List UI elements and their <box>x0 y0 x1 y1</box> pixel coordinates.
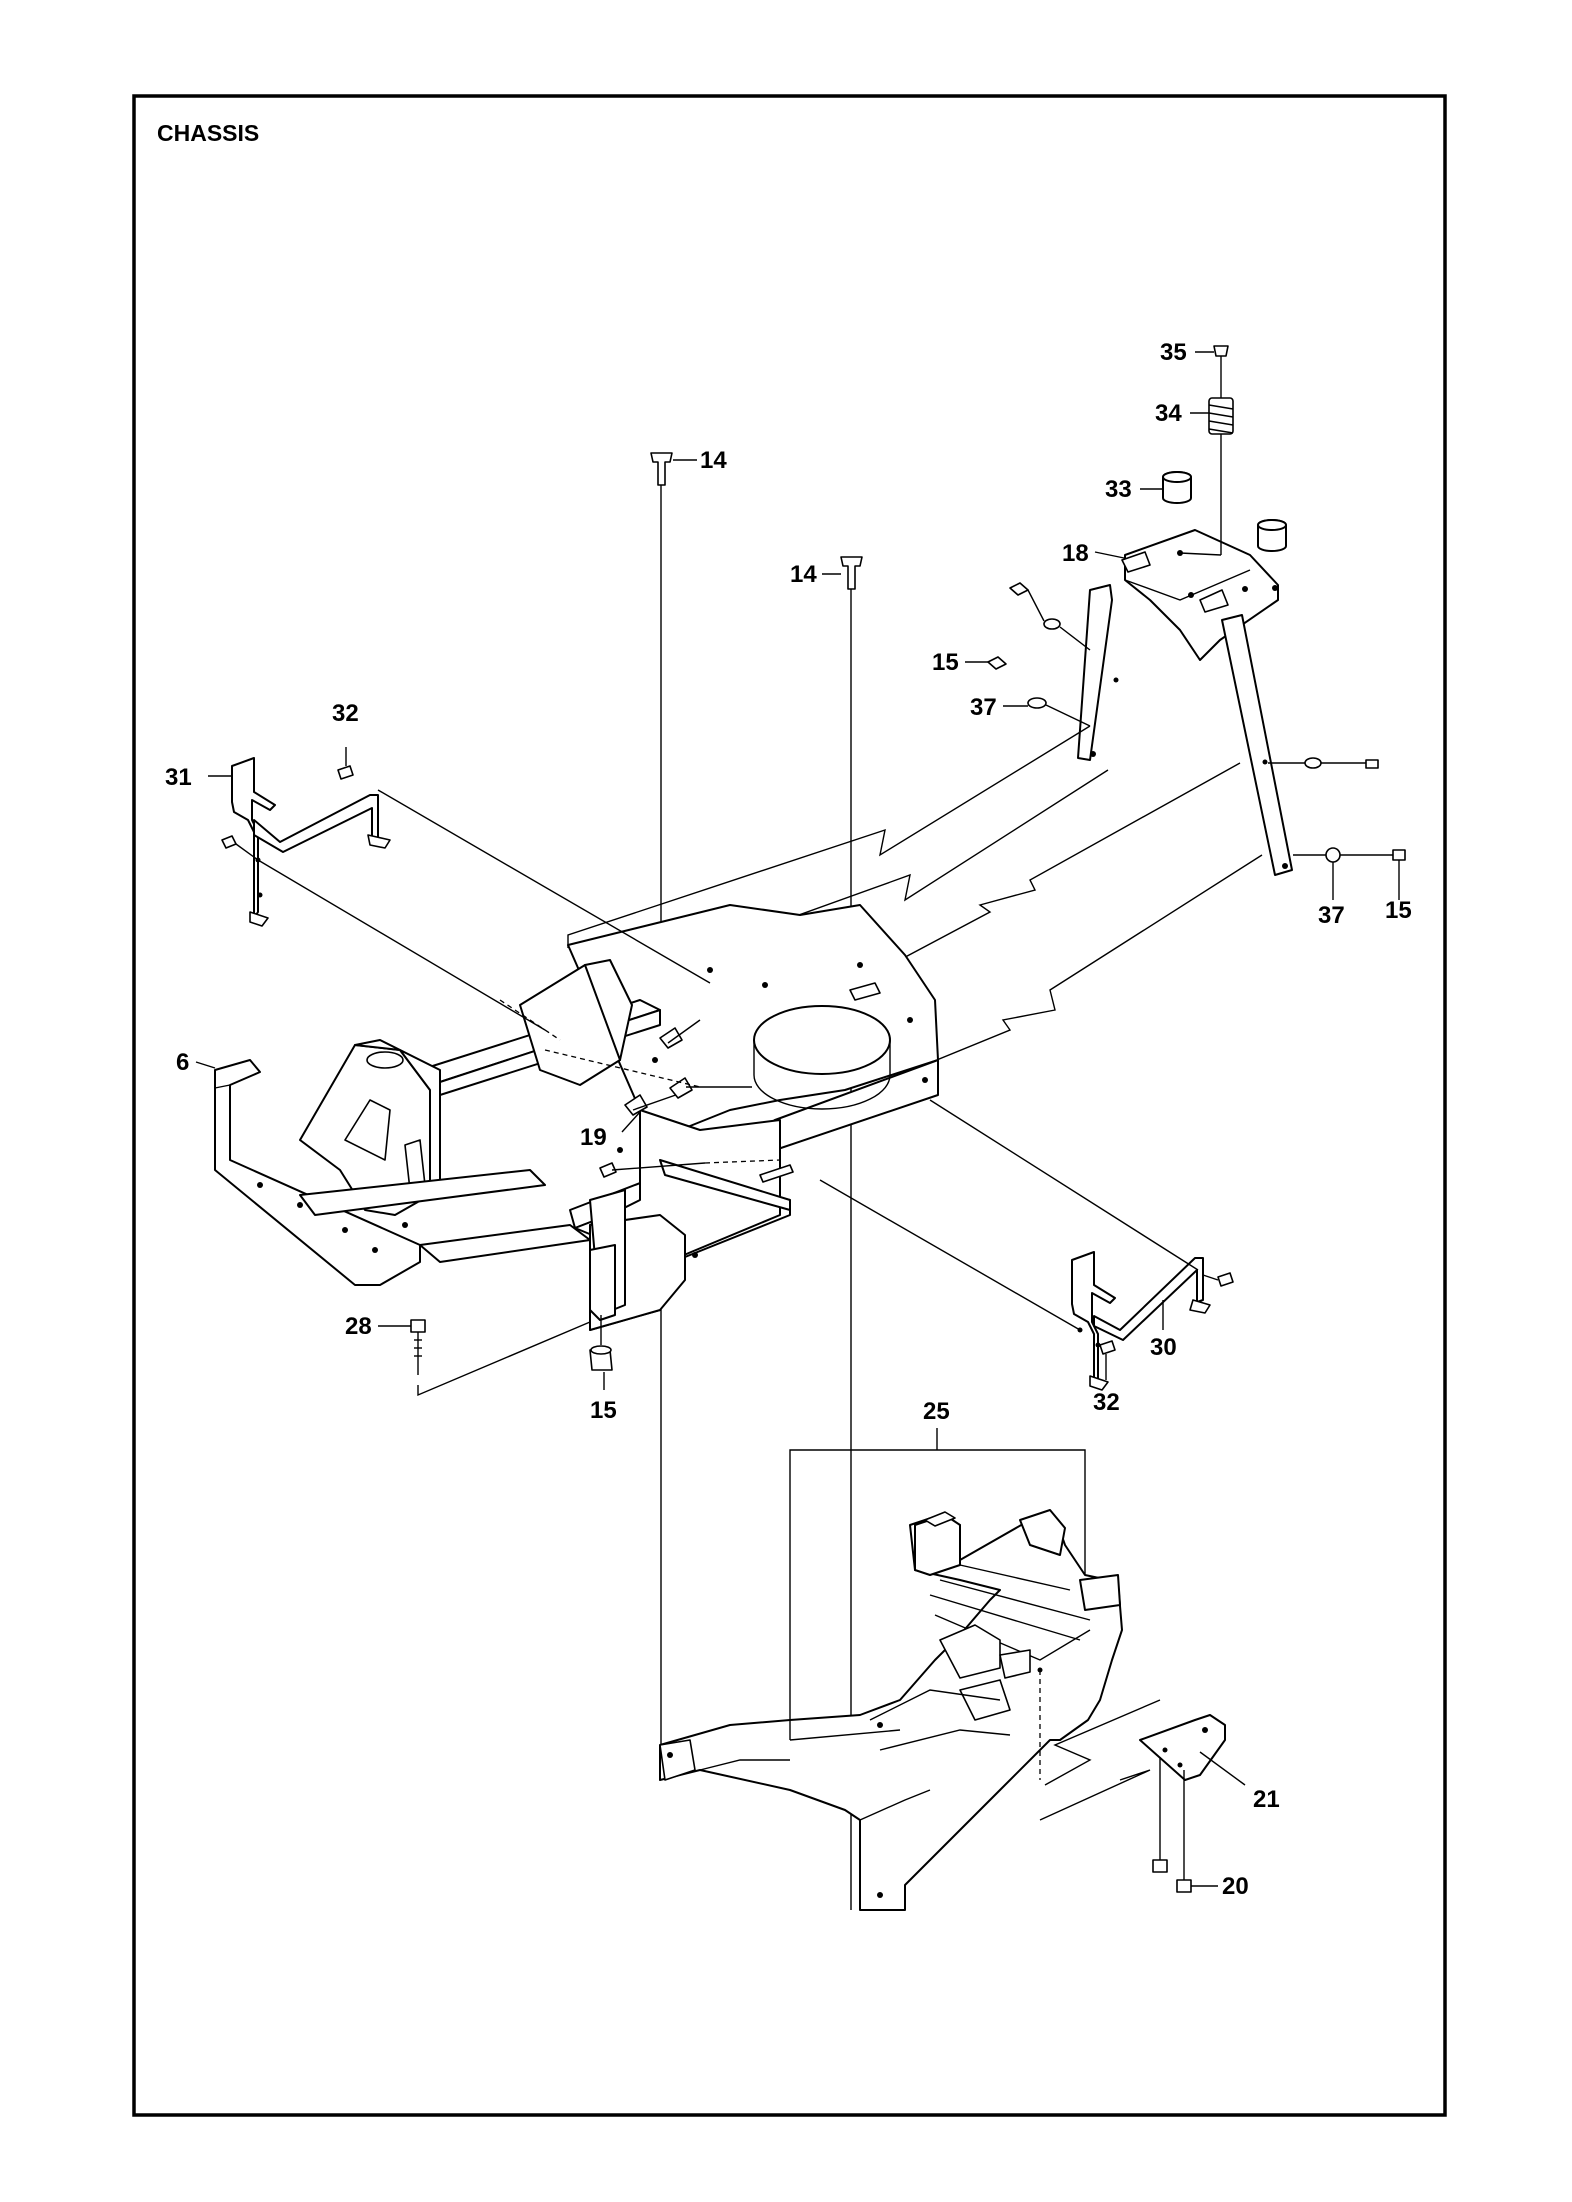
callout-14-right: 14 <box>790 561 817 588</box>
footrest-cover-25 <box>659 1428 1123 1911</box>
callout-15-right: 15 <box>1385 897 1412 924</box>
callout-32-top: 32 <box>332 700 359 727</box>
callout-21: 21 <box>1253 1786 1280 1813</box>
callout-37-upper: 37 <box>970 694 997 721</box>
bolt-14-right <box>822 556 863 1910</box>
callout-15-lower: 15 <box>590 1397 617 1424</box>
callout-30: 30 <box>1150 1334 1177 1361</box>
diagram-title: CHASSIS <box>157 120 259 146</box>
callout-31: 31 <box>165 764 192 791</box>
callout-34: 34 <box>1155 400 1182 427</box>
nut-15-lower <box>589 1315 613 1390</box>
plate-21 <box>1039 1699 1246 1821</box>
rubber-bumper-33 <box>1140 471 1287 552</box>
bolt-20 <box>1152 1757 1218 1893</box>
callout-33: 33 <box>1105 476 1132 503</box>
callout-32-bottom: 32 <box>1093 1389 1120 1416</box>
main-frame-6 <box>214 904 939 1331</box>
callout-37-right: 37 <box>1318 902 1345 929</box>
bracket-30 <box>819 1099 1234 1391</box>
nut-15-upper-pair <box>965 582 1091 727</box>
screw-35 <box>1195 345 1229 398</box>
callout-18: 18 <box>1062 540 1089 567</box>
callout-6: 6 <box>176 1049 189 1076</box>
leader-6 <box>195 1061 216 1069</box>
page-frame <box>132 94 1447 2117</box>
bracket-31 <box>208 747 711 1031</box>
nut-15-right-pair <box>1268 757 1406 900</box>
callout-28: 28 <box>345 1313 372 1340</box>
callout-14-left: 14 <box>700 447 727 474</box>
callout-35: 35 <box>1160 339 1187 366</box>
callout-25: 25 <box>923 1398 950 1425</box>
callout-20: 20 <box>1222 1873 1249 1900</box>
callout-19: 19 <box>580 1124 607 1151</box>
seat-bracket-18 <box>1077 529 1293 876</box>
leader-18 <box>1094 551 1125 559</box>
spring-axis-drop <box>1179 552 1222 556</box>
spring-34 <box>1190 397 1234 435</box>
callout-15-upper: 15 <box>932 649 959 676</box>
bolt-28 <box>378 1319 591 1397</box>
